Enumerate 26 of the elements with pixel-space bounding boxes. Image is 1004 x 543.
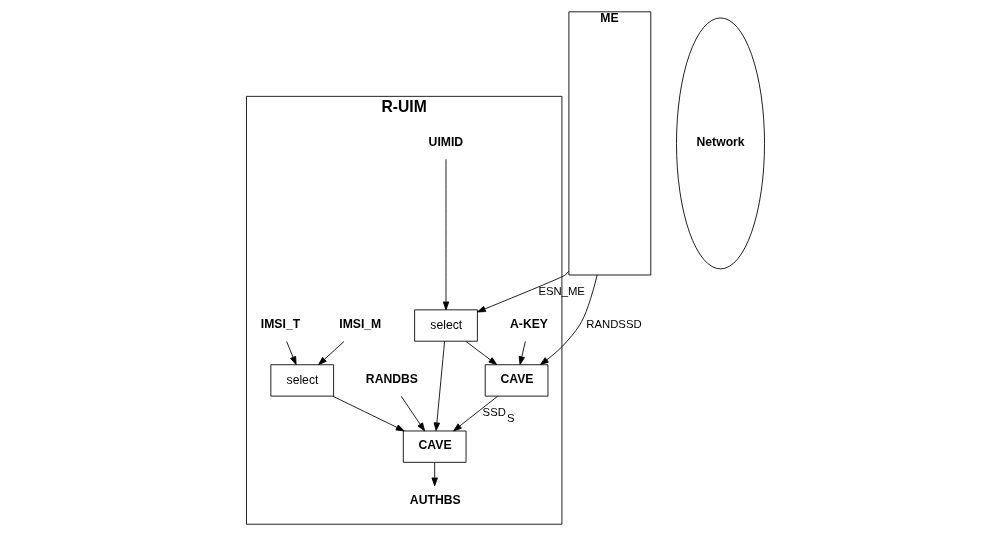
node-box: ME: [568, 11, 652, 276]
node-text: IMSI_M: [339, 316, 382, 331]
arrow: [433, 340, 446, 432]
node-ellipse: Network: [676, 17, 765, 270]
node-text: AUTHBS: [409, 492, 461, 507]
arrow: [465, 341, 498, 366]
node-text: A-KEY: [510, 316, 548, 331]
node-text: IMSI_T: [260, 316, 301, 331]
arrow: [318, 341, 345, 366]
node-box: CAVE: [402, 430, 467, 463]
arrow: [442, 158, 450, 311]
arrow: [431, 462, 438, 487]
node-box: select: [414, 309, 478, 342]
arrow: [477, 270, 570, 313]
edge-label: RANDSSD: [586, 318, 642, 331]
node-text: UIMID: [428, 134, 464, 149]
arrow: [453, 395, 499, 432]
arrow: [286, 341, 297, 366]
node-box: select: [270, 364, 335, 397]
arrow: [400, 395, 426, 432]
arrow: [540, 274, 598, 365]
arrow: [332, 395, 405, 432]
node-text: RANDBS: [365, 371, 418, 386]
node-box: CAVE: [484, 364, 549, 397]
edge-label: ESN_ME: [538, 285, 585, 298]
arrow: [518, 341, 526, 366]
